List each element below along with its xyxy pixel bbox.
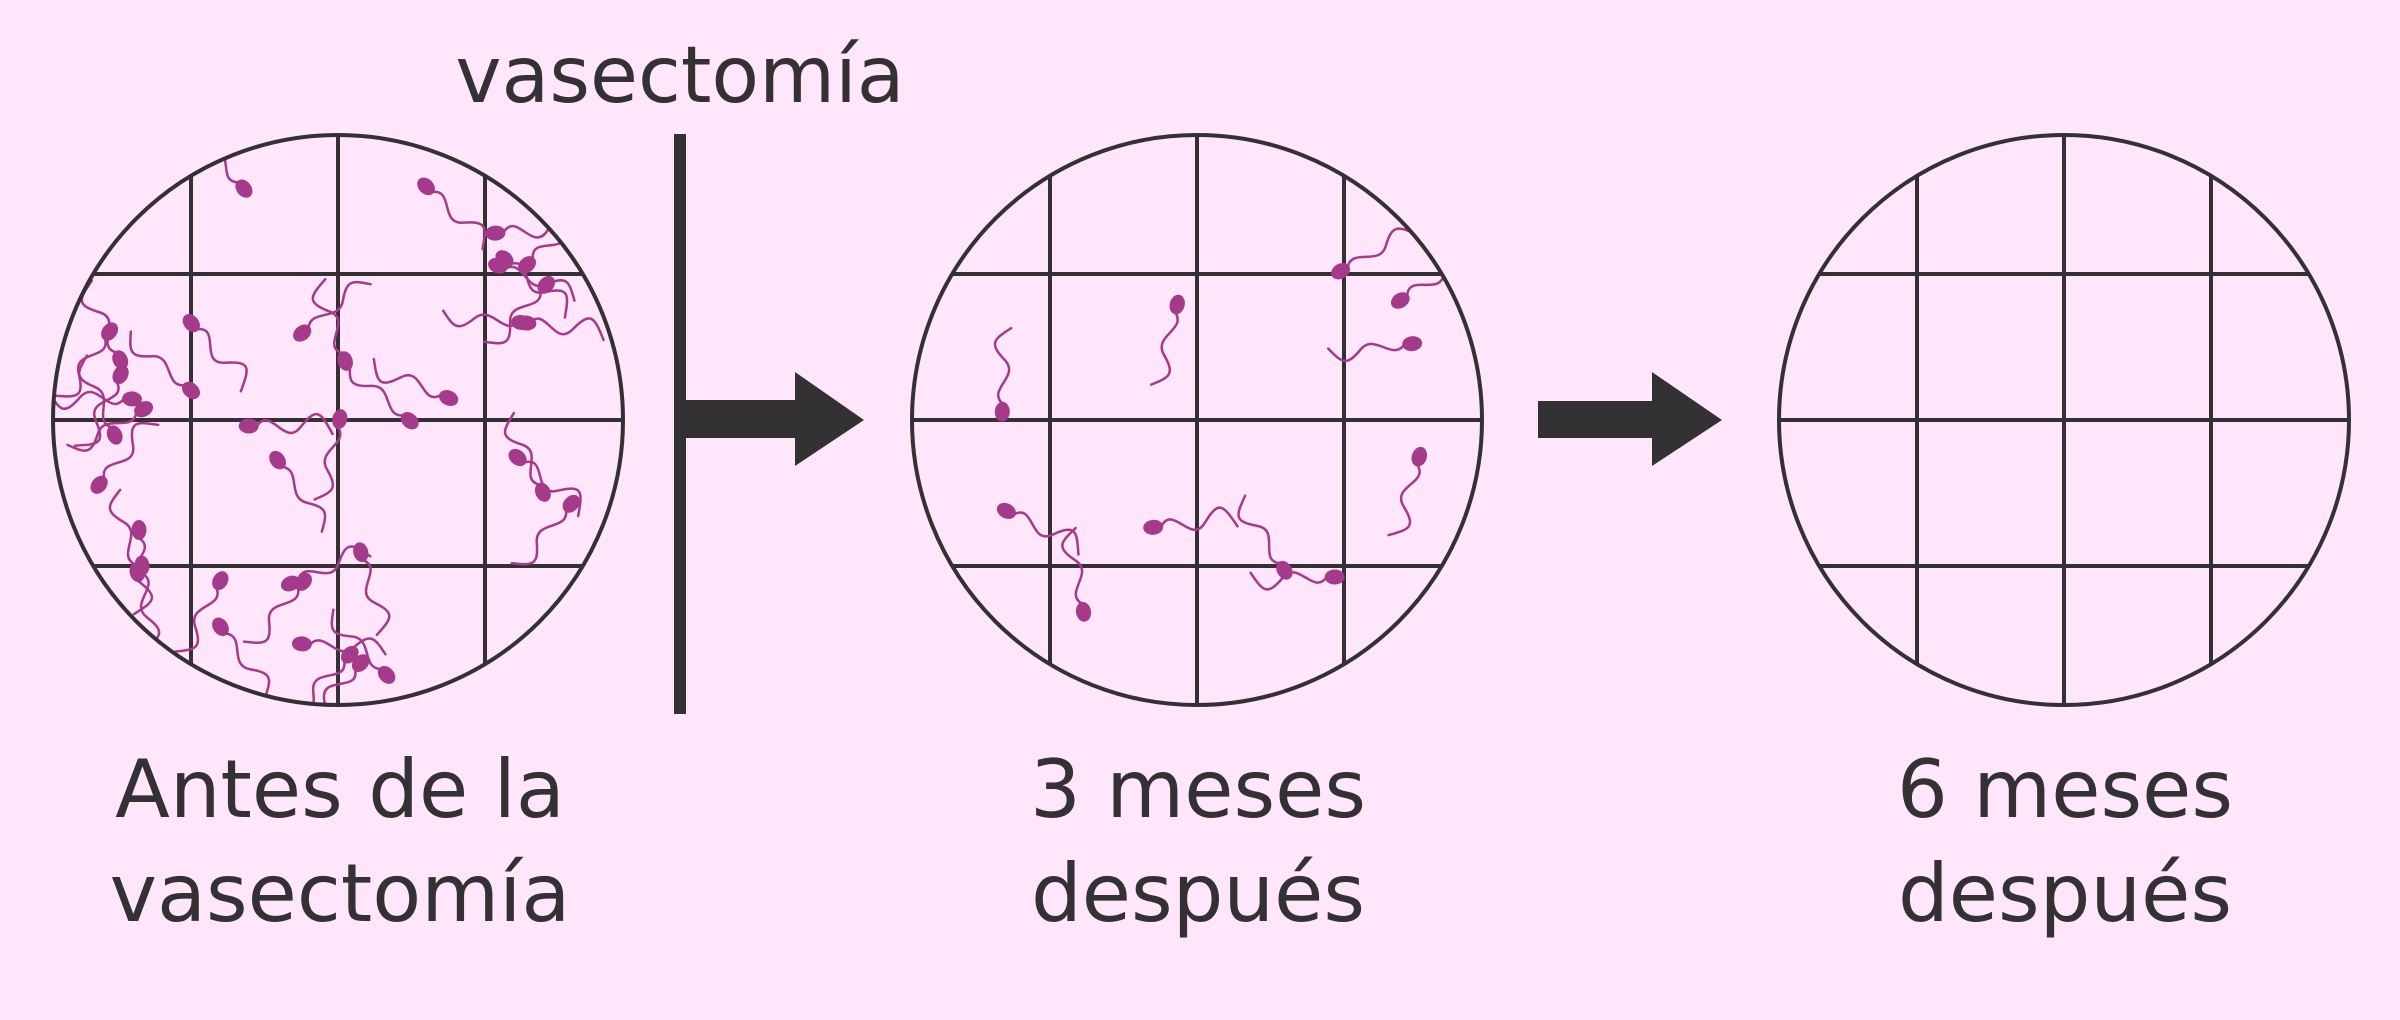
sperm-icon xyxy=(348,359,419,430)
sperm-icon xyxy=(182,314,248,393)
arrow-right-icon xyxy=(1538,372,1722,466)
caption-before-line2: vasectomía xyxy=(109,847,571,940)
sperm-icon xyxy=(73,365,129,447)
sperm-icon xyxy=(996,502,1080,556)
sperm-icon xyxy=(212,617,271,700)
sperm-icon xyxy=(293,280,372,342)
sperm-icon xyxy=(1326,336,1423,363)
arrow-right-icon xyxy=(686,372,864,466)
sperm-icon xyxy=(372,357,459,406)
sperm-icon xyxy=(1143,506,1239,535)
sperm-icon xyxy=(78,354,123,445)
sperm-icon xyxy=(1331,227,1418,280)
sperm-icon xyxy=(510,494,580,566)
sperm-cells-3-months xyxy=(993,227,1476,622)
grid-6-months xyxy=(1779,135,2349,705)
caption-3-months-line1: 3 meses xyxy=(1029,743,1367,836)
sperm-icon xyxy=(238,413,334,436)
sperm-icon xyxy=(53,389,142,410)
panel-before xyxy=(51,133,625,707)
sperm-icon xyxy=(518,207,596,274)
divider-label: vasectomía xyxy=(455,31,905,121)
sperm-icon xyxy=(311,277,353,371)
sperm-icon xyxy=(173,571,229,653)
sperm-icon xyxy=(66,401,154,452)
vasectomy-divider xyxy=(674,134,864,714)
sperm-icon xyxy=(90,421,160,494)
sperm-icon xyxy=(269,450,327,533)
microscope-field-3-months xyxy=(910,133,1484,707)
sperm-icon xyxy=(1061,526,1092,622)
sperm-cells-before xyxy=(53,135,605,705)
sperm-icon xyxy=(485,215,581,241)
sperm-icon xyxy=(291,636,387,656)
sperm-icon xyxy=(417,177,486,251)
caption-before: Antes de la vasectomía xyxy=(90,738,590,946)
sperm-icon xyxy=(1237,494,1293,580)
sperm-icon xyxy=(330,608,396,684)
sperm-icon xyxy=(131,520,153,616)
grid-3-months xyxy=(912,135,1482,705)
sperm-icon xyxy=(353,542,391,637)
sperm-icon xyxy=(129,330,201,400)
sperm-icon xyxy=(503,411,551,502)
microscope-field-6-months xyxy=(1777,133,2351,707)
sperm-icon xyxy=(1150,294,1185,386)
panel-3-months xyxy=(910,133,1484,707)
sperm-icon xyxy=(53,322,119,398)
panel-6-months xyxy=(1777,133,2351,707)
sperm-icon xyxy=(1249,569,1345,591)
sperm-icon xyxy=(242,572,312,645)
caption-3-months-line2: después xyxy=(1030,847,1366,940)
sperm-icon xyxy=(993,326,1013,422)
sperm-icon xyxy=(511,314,605,342)
sperm-icon xyxy=(295,654,370,705)
caption-6-months-line2: después xyxy=(1897,847,2233,940)
sperm-icon xyxy=(313,409,348,501)
caption-6-months: 6 meses después xyxy=(1815,738,2315,946)
sperm-icon xyxy=(285,645,359,705)
sperm-icon xyxy=(508,448,582,518)
caption-6-months-line1: 6 meses xyxy=(1896,743,2234,836)
caption-before-line1: Antes de la xyxy=(115,743,565,836)
microscope-field-before xyxy=(51,133,625,707)
sperm-icon xyxy=(134,555,161,651)
sperm-icon xyxy=(1387,446,1428,537)
caption-3-months: 3 meses después xyxy=(948,738,1448,946)
